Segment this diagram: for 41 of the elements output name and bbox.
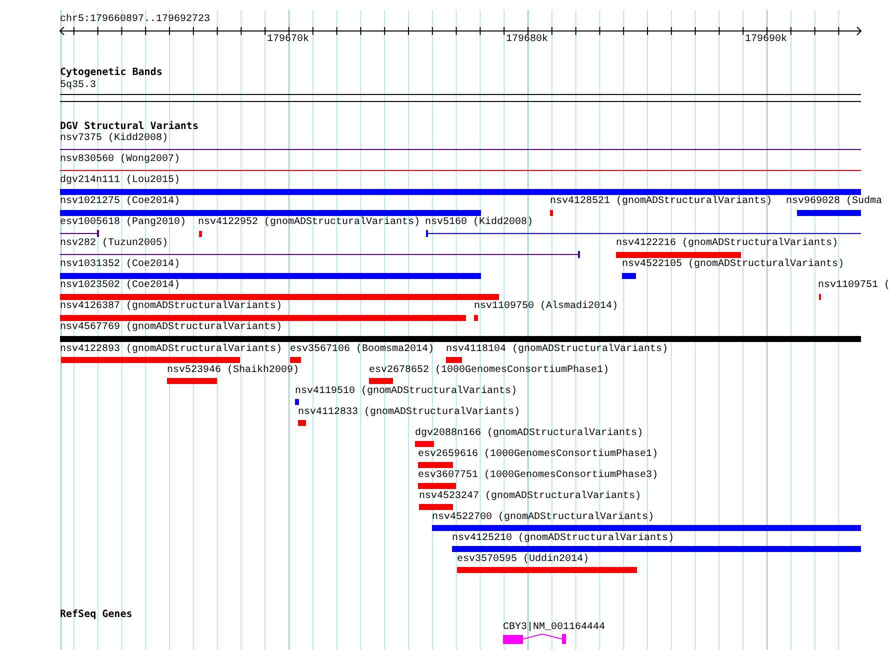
variant-label: nsv7375 (Kidd2008) xyxy=(60,133,168,145)
band-label: 5q35.3 xyxy=(60,80,96,92)
variant-label: nsv1023502 (Coe2014) xyxy=(60,280,180,292)
variant-label: nsv5160 (Kidd2008) xyxy=(425,217,534,229)
variant-label: dgv214n111 (Lou2015) xyxy=(60,175,180,187)
variant-label: nsv1031352 (Coe2014) xyxy=(60,259,180,271)
variant-label: nsv4567769 (gnomADStructuralVariants) xyxy=(60,322,282,334)
coordinate-label: chr5:179660897..179692723 xyxy=(60,14,210,26)
variant-label: esv3567106 (Boomsma2014) xyxy=(290,344,434,356)
variant-label: nsv4122893 (gnomADStructuralVariants) xyxy=(60,344,282,356)
variant-label: nsv1021275 (Coe2014) xyxy=(60,196,180,208)
variant-label: nsv4128521 (gnomADStructuralVariants) xyxy=(550,196,772,208)
tick-label: 179690k xyxy=(745,34,788,46)
track-title: Cytogenetic Bands xyxy=(60,67,162,79)
variant-label: esv3570595 (Uddin2014) xyxy=(457,554,590,566)
variant-label: nsv4112833 (gnomADStructuralVariants) xyxy=(298,407,520,419)
variant-label: nsv4122216 (gnomADStructuralVariants) xyxy=(616,238,838,250)
variant-label: dgv2088n166 (gnomADStructuralVariants) xyxy=(415,428,644,440)
gene-label: CBY3|NM_001164444 xyxy=(503,622,606,634)
variant-label: nsv4523247 (gnomADStructuralVariants) xyxy=(419,491,642,503)
variant-label: esv3607751 (1000GenomesConsortiumPhase3) xyxy=(418,470,658,482)
variant-label: nsv4126387 (gnomADStructuralVariants) xyxy=(60,301,282,313)
variant-label: nsv1109750 (Alsmadi2014) xyxy=(474,301,618,313)
track-title: RefSeq Genes xyxy=(60,609,132,621)
variant-label: esv2678652 (1000GenomesConsortiumPhase1) xyxy=(369,365,610,377)
variant-label: nsv4125210 (gnomADStructuralVariants) xyxy=(452,533,674,545)
variant-label: esv1005618 (Pang2010) xyxy=(60,217,186,229)
variant-label: nsv969028 (Sudma xyxy=(786,196,882,208)
tick-label: 179680k xyxy=(506,34,548,46)
track-title: DGV Structural Variants xyxy=(60,121,198,132)
variant-label: nsv4522105 (gnomADStructuralVariants) xyxy=(622,259,844,271)
variant-label: nsv4522700 (gnomADStructuralVariants) xyxy=(432,512,654,524)
variant-label: nsv4122952 (gnomADStructuralVariants) xyxy=(198,217,420,229)
variant-label: nsv282 (Tuzun2005) xyxy=(60,238,168,250)
variant-label: nsv1109751 ( xyxy=(818,280,890,292)
variant-label: nsv4119510 (gnomADStructuralVariants) xyxy=(295,386,518,398)
variant-label: nsv830560 (Wong2007) xyxy=(60,154,180,166)
variant-label: nsv523946 (Shaikh2009) xyxy=(167,365,300,377)
variant-label: esv2659616 (1000GenomesConsortiumPhase1) xyxy=(418,449,658,461)
variant-label: nsv4118104 (gnomADStructuralVariants) xyxy=(446,344,668,356)
tick-label: 179670k xyxy=(267,34,310,46)
